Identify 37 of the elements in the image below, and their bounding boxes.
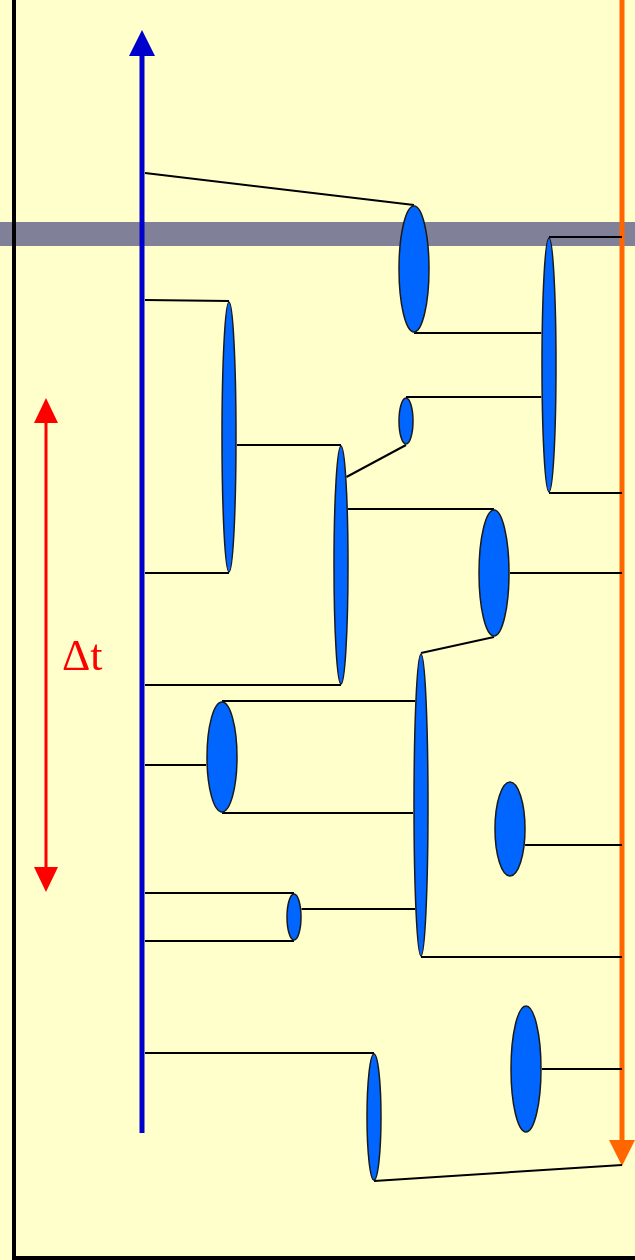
connector-line	[221, 700, 417, 702]
connector-line	[405, 396, 543, 398]
connector-line	[420, 956, 623, 958]
connector-line	[144, 764, 208, 766]
lineage-ellipse	[510, 1005, 542, 1133]
connector-line	[373, 1164, 623, 1182]
lineage-ellipse	[413, 653, 429, 957]
connector-line	[509, 572, 623, 574]
connector-line	[144, 940, 295, 942]
connector-line	[541, 1068, 623, 1070]
connector-line	[548, 236, 623, 238]
connector-line	[413, 332, 543, 334]
connector-line	[144, 572, 230, 574]
connector-line	[144, 172, 415, 206]
time-interval-label: Δt	[62, 634, 103, 678]
connector-line	[300, 908, 417, 910]
lineage-ellipse	[494, 781, 526, 877]
lineage-ellipse	[398, 205, 430, 333]
lineage-ellipse	[286, 893, 302, 941]
connector-line	[345, 444, 407, 478]
connector-line	[420, 636, 495, 654]
lineage-ellipse	[206, 701, 238, 813]
connector-line	[144, 1052, 375, 1054]
lineage-ellipse	[478, 509, 510, 637]
connector-line	[144, 892, 295, 894]
connector-line	[347, 508, 495, 510]
lineage-ellipse	[398, 397, 414, 445]
connector-line	[524, 844, 623, 846]
connector-line	[221, 812, 414, 814]
connector-line	[144, 299, 230, 302]
lineage-ellipse	[333, 445, 349, 685]
connector-line	[144, 684, 342, 686]
connector-line	[548, 492, 623, 494]
lineage-ellipse	[541, 237, 557, 493]
lineage-ellipse	[366, 1053, 382, 1181]
connector-line	[236, 444, 342, 446]
lineage-ellipse	[221, 301, 237, 573]
